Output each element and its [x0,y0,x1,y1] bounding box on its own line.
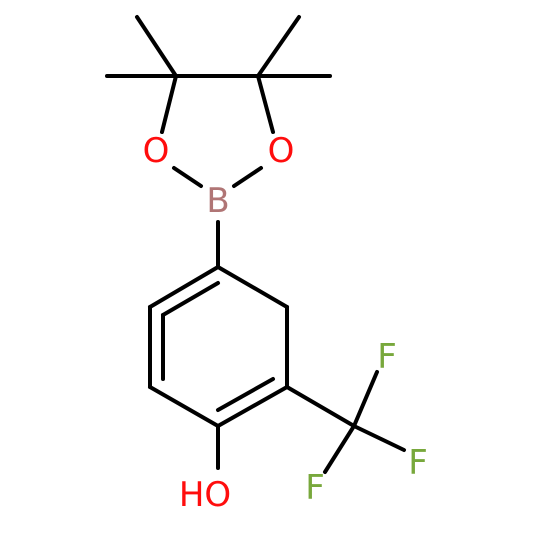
fluorine-label-right: F [408,443,428,483]
oxygen-label-right: O [268,131,295,171]
bond-ring-inner-c3-c4 [216,377,275,412]
bond-ring-cf3 [285,385,356,428]
bond-c-o-right [256,74,275,134]
methyl-bonds [105,15,332,78]
atom-labels: O O B F F F HO [143,131,428,515]
bond-ring-c3-c4 [216,385,289,428]
bond-methyl-right-up [256,15,301,78]
bond-ring-c1-c2 [216,265,289,309]
bond-cf3-f-bottom [323,424,356,474]
bond-ring-c6-c1 [148,265,220,309]
fluorine-label-bottom: F [305,468,325,508]
bond-methyl-left-up [135,15,178,78]
pinacol-ring-bonds [160,74,275,188]
bond-cf3-f-top [352,370,379,428]
bond-cf3-f-right [352,424,406,452]
benzene-ring-bonds [148,265,289,428]
hydroxyl-label: HO [179,475,231,515]
oxygen-label-left: O [143,131,170,171]
substituent-bonds [216,370,406,474]
boron-label: B [206,181,229,221]
fluorine-label-top: F [377,337,397,377]
bond-ring-c4-c5 [148,385,220,428]
bond-ring-inner-c6-c1 [161,281,220,317]
bond-o-b-left [172,166,203,188]
bond-o-b-right [232,166,263,188]
bond-c-o-left [160,74,178,134]
